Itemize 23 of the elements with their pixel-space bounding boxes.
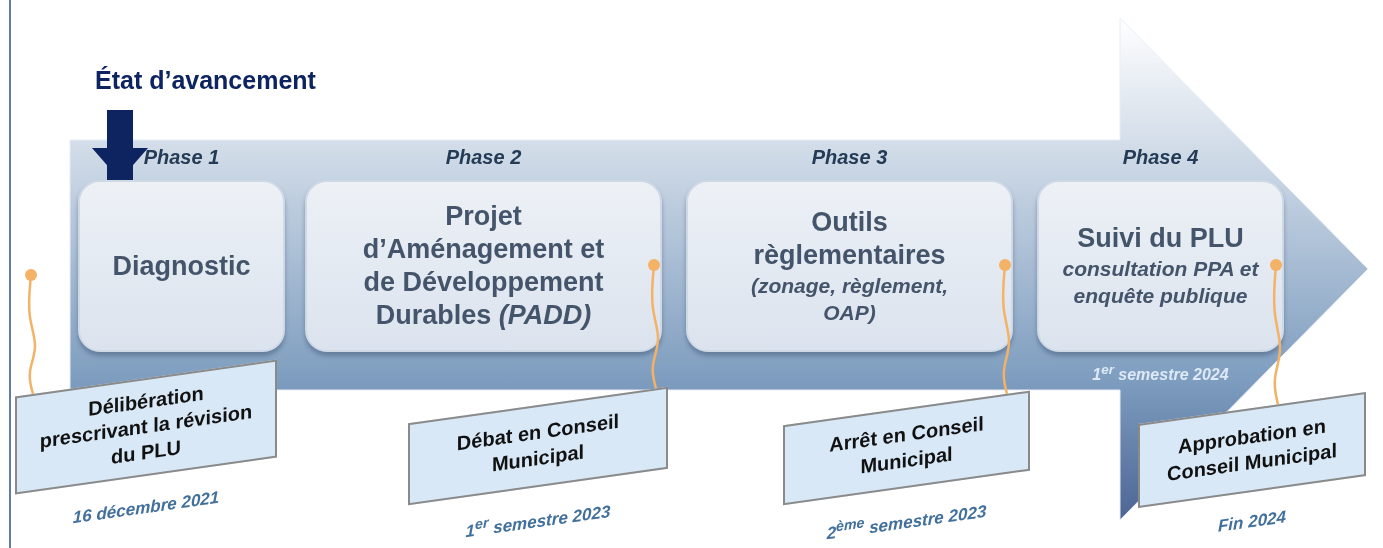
phase-title: Outils règlementaires	[752, 205, 947, 272]
leader-line	[1270, 259, 1282, 405]
phase-heading: Phase 4	[1122, 146, 1199, 168]
phase-note: consultation PPA et enquête publique	[1061, 256, 1260, 310]
milestone-text: Approbation en Conseil Municipal	[1166, 414, 1338, 487]
phase-title: Projet d’Aménagement et de Développement Durables (PADD)	[361, 200, 606, 332]
leader-line	[999, 259, 1011, 395]
phase-heading: Phase 2	[445, 146, 522, 168]
date-label: 2$^{ème}$ semestre 2023	[826, 501, 987, 543]
milestone-text: Délibération prescrivant la révision du PLU	[39, 380, 253, 470]
phase-title: Diagnostic	[112, 249, 251, 283]
phase-heading: Phase 1	[143, 146, 220, 168]
milestone-text: Arrêt en Conseil Municipal	[828, 411, 985, 480]
phase-heading: Phase 3	[811, 146, 888, 168]
date-label: 16 décembre 2021	[72, 487, 220, 528]
leader-line	[25, 269, 37, 395]
date-label: 1$^{er}$ semestre 2023	[465, 501, 611, 541]
date-label: 1$^{er}$ semestre 2024	[1092, 366, 1229, 383]
milestone-text: Débat en Conseil Municipal	[455, 409, 621, 478]
phase-note: (zonage, règlement, OAP)	[749, 272, 950, 326]
date-label: Fin 2024	[1217, 507, 1286, 536]
phase-title: Suivi du PLU	[1077, 222, 1244, 256]
status-heading: État d’avancement	[95, 66, 347, 102]
